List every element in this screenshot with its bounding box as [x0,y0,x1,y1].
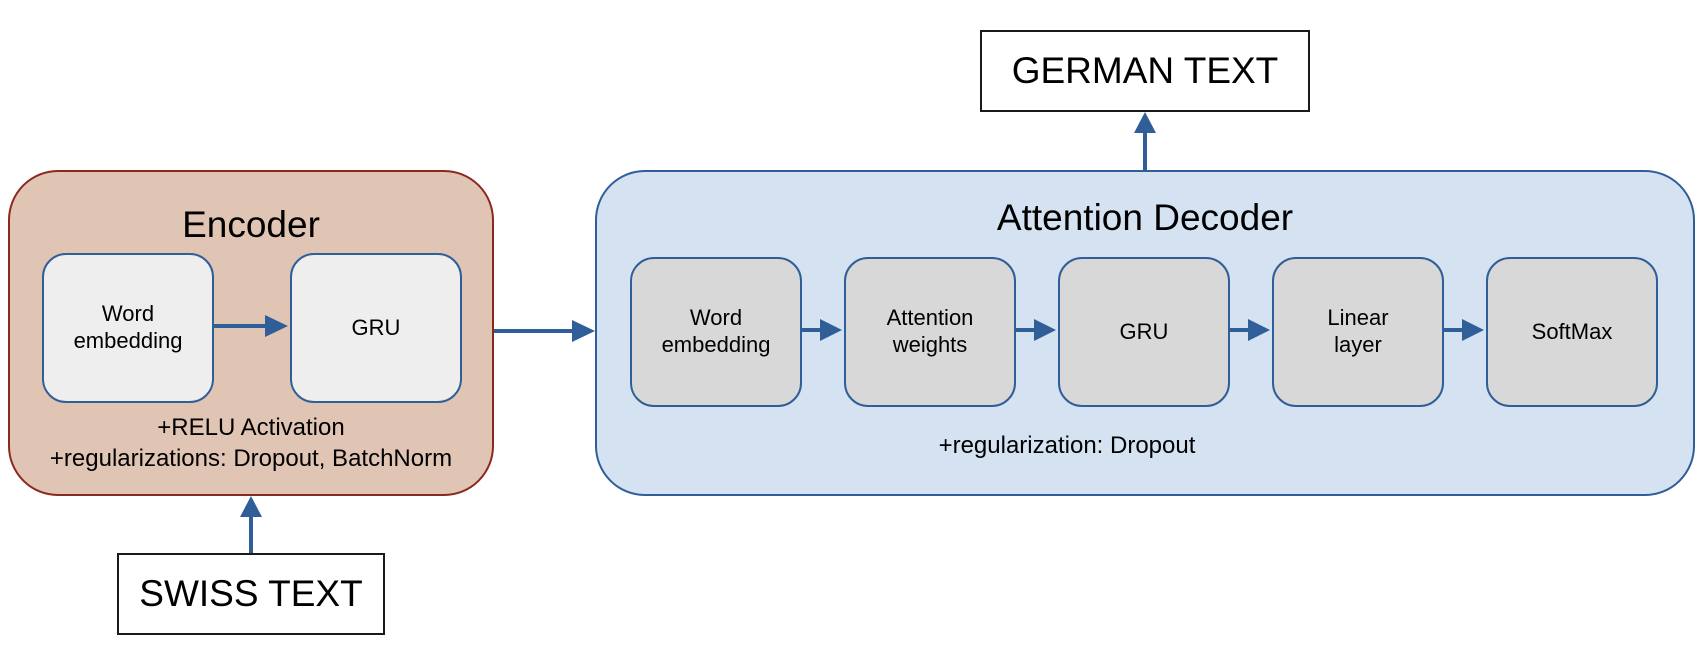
encoder-gru-module: GRU [290,253,462,403]
encoder-group: Encoder Word embedding GRU +RELU Activat… [8,170,494,496]
encoder-note-regularization: +regularizations: Dropout, BatchNorm [49,445,453,472]
decoder-group: Attention Decoder Word embedding Attenti… [595,170,1695,496]
output-text-label: GERMAN TEXT [1011,50,1279,91]
encoder-note-activation: +RELU Activation [157,414,345,441]
arrow-encoder-embedding-to-gru [214,315,288,337]
decoder-gru-module: GRU [1058,257,1230,407]
decoder-word-embedding-module: Word embedding [630,257,802,407]
encoder-title: Encoder [182,204,320,245]
encoder-word-embedding-module: Word embedding [42,253,214,403]
decoder-attention-weights-module: Attention weights [844,257,1016,407]
decoder-softmax-module: SoftMax [1486,257,1658,407]
arrow-decoder-gru-to-linear [1230,319,1270,341]
arrow-decoder-to-output [1134,112,1156,170]
arrow-input-to-encoder [240,496,262,553]
arrow-decoder-attention-to-gru [1016,319,1056,341]
decoder-linear-layer-module: Linear layer [1272,257,1444,407]
decoder-title: Attention Decoder [996,197,1294,238]
output-text-box: GERMAN TEXT [980,30,1310,112]
arrow-decoder-linear-to-softmax [1444,319,1484,341]
arrow-decoder-embedding-to-attention [802,319,842,341]
arrow-encoder-to-decoder [494,320,595,342]
input-text-label: SWISS TEXT [139,573,363,614]
input-text-box: SWISS TEXT [117,553,385,635]
decoder-note-regularization: +regularization: Dropout [938,432,1196,459]
